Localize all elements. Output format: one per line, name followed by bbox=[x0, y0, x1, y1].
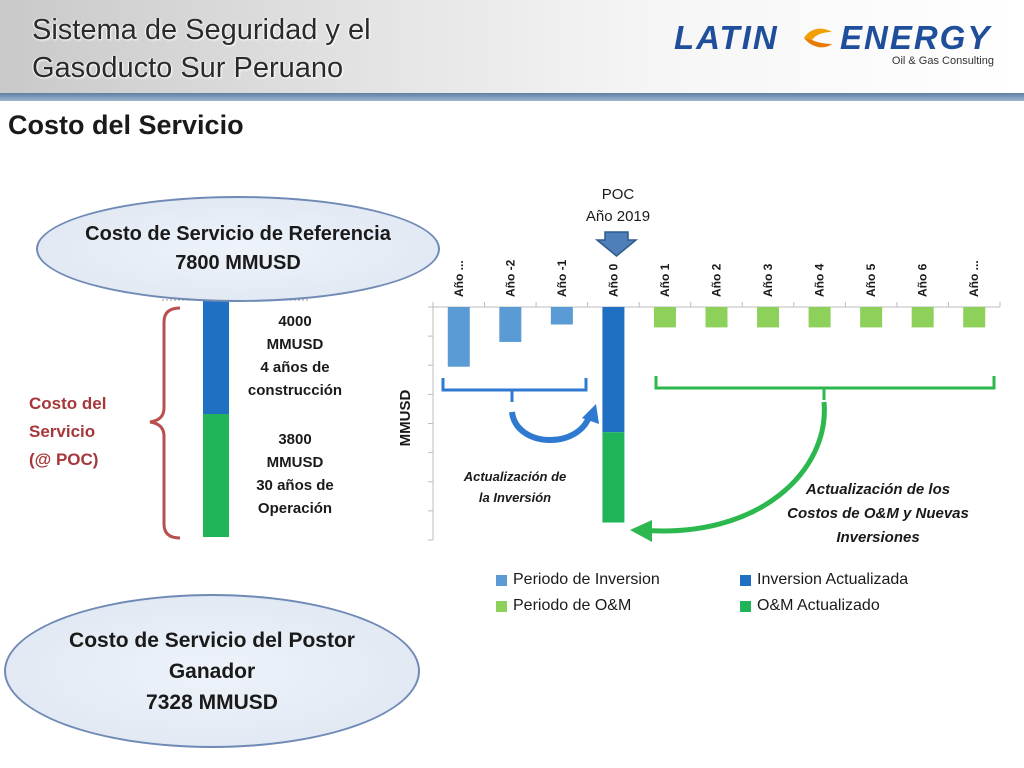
construction-note-line: 4000 bbox=[278, 313, 312, 330]
logo-word-energy: ENERGY bbox=[840, 19, 992, 56]
construction-note: 4000 MMUSD 4 años de construcción bbox=[236, 310, 354, 402]
flame-icon bbox=[804, 28, 832, 48]
x-tick-label: Año 0 bbox=[606, 263, 620, 297]
operation-note: 3800 MMUSD 30 años de Operación bbox=[236, 428, 354, 520]
x-tick-label: Año 3 bbox=[761, 263, 775, 297]
bar-periodo-de-inversion bbox=[447, 307, 470, 367]
construction-note-line: construcción bbox=[247, 382, 343, 399]
investment-curve-arrow bbox=[509, 411, 593, 443]
investment-bracket bbox=[441, 378, 588, 402]
cost-label-line: Servicio bbox=[29, 422, 96, 441]
logo-tagline: Oil & Gas Consulting bbox=[891, 55, 994, 67]
legend-item: Periodo de Inversion bbox=[496, 571, 660, 589]
om-note-line: Inversiones bbox=[836, 529, 920, 546]
bar-inversion-actualizada bbox=[602, 307, 625, 433]
construction-note-line: MMUSD bbox=[266, 336, 324, 353]
operation-note-line: Operación bbox=[257, 500, 333, 517]
cost-of-service-label: Costo del Servicio (@ POC) bbox=[29, 390, 139, 474]
chart-x-ticks: Año ... Año -2 Año -1 Año 0 Año 1 Año 2 Año 3 A… bbox=[452, 259, 981, 297]
reference-cost-value: 7800 MMUSD bbox=[175, 252, 301, 274]
om-arrowhead-icon bbox=[630, 520, 652, 542]
om-note-line: Actualización de los bbox=[805, 481, 951, 498]
chart-bars bbox=[447, 307, 986, 523]
legend-label: Periodo de Inversion bbox=[513, 571, 660, 588]
x-tick-label: Año 2 bbox=[710, 263, 724, 297]
bar-periodo-de-o-m bbox=[757, 307, 780, 328]
poc-label-line: POC bbox=[601, 186, 635, 203]
cost-label-line: (@ POC) bbox=[29, 450, 99, 469]
x-tick-label: Año 6 bbox=[916, 263, 930, 297]
winner-cost-value: 7328 MMUSD bbox=[146, 690, 278, 714]
cost-brace bbox=[149, 306, 181, 540]
bar-periodo-de-o-m bbox=[860, 307, 883, 328]
logo-word-latin: LATIN bbox=[674, 19, 779, 56]
bar-periodo-de-inversion bbox=[499, 307, 522, 342]
reference-cost-label: Costo de Servicio de Referencia bbox=[85, 223, 391, 245]
x-tick-label: Año 1 bbox=[658, 263, 672, 297]
om-curve-arrow bbox=[639, 401, 827, 534]
legend-swatch bbox=[496, 574, 507, 586]
chart-legend: Periodo de Inversion Inversion Actualiza… bbox=[496, 571, 956, 623]
investment-update-note: Actualización de la Inversión bbox=[452, 466, 578, 508]
construction-bar bbox=[203, 300, 229, 414]
x-tick-label: Año 4 bbox=[813, 263, 827, 297]
operation-bar bbox=[203, 414, 229, 537]
legend-swatch bbox=[496, 600, 507, 612]
bar-periodo-de-o-m bbox=[705, 307, 728, 328]
x-tick-label: Año ... bbox=[452, 260, 466, 297]
legend-item: O&M Actualizado bbox=[740, 597, 880, 615]
investment-note-line: Actualización de bbox=[463, 469, 567, 484]
bar-periodo-de-o-m bbox=[911, 307, 934, 328]
x-tick-label: Año ... bbox=[967, 260, 981, 297]
legend-item: Periodo de O&M bbox=[496, 597, 631, 615]
cost-label-line: Costo del bbox=[29, 394, 107, 413]
header-title: Sistema de Seguridad y el Gasoducto Sur … bbox=[32, 14, 371, 84]
x-tick-label: Año -1 bbox=[555, 259, 569, 297]
om-bracket bbox=[654, 376, 996, 400]
legend-label: Periodo de O&M bbox=[513, 597, 632, 614]
om-update-note: Actualización de los Costos de O&M y Nue… bbox=[756, 478, 1000, 550]
legend-swatch bbox=[740, 600, 751, 612]
investment-note-line: la Inversión bbox=[478, 490, 552, 505]
reference-cost-ellipse: Costo de Servicio de Referencia 7800 MMU… bbox=[36, 196, 440, 302]
bar-o-m-actualizado bbox=[602, 432, 625, 523]
page-title: Costo del Servicio bbox=[8, 110, 244, 140]
winner-cost-ellipse: Costo de Servicio del Postor Ganador 732… bbox=[4, 594, 420, 748]
legend-label: O&M Actualizado bbox=[757, 597, 880, 614]
legend-item: Inversion Actualizada bbox=[740, 571, 908, 589]
x-tick-label: Año -2 bbox=[503, 259, 517, 297]
winner-cost-label: Ganador bbox=[168, 659, 256, 683]
legend-label: Inversion Actualizada bbox=[757, 571, 909, 588]
winner-cost-label: Costo de Servicio del Postor bbox=[69, 628, 355, 652]
operation-note-line: 30 años de bbox=[256, 477, 334, 494]
investment-arrowhead-icon bbox=[582, 404, 599, 424]
bar-periodo-de-o-m bbox=[963, 307, 986, 328]
bar-periodo-de-o-m bbox=[653, 307, 676, 328]
chart-y-label: MMUSD bbox=[397, 390, 414, 447]
operation-note-line: MMUSD bbox=[266, 454, 324, 471]
om-note-line: Costos de O&M y Nuevas bbox=[787, 505, 969, 522]
poc-label: POC Año 2019 bbox=[568, 184, 668, 228]
bar-periodo-de-inversion bbox=[550, 307, 573, 325]
bar-periodo-de-o-m bbox=[808, 307, 831, 328]
x-tick-label: Año 5 bbox=[864, 263, 878, 297]
operation-note-line: 3800 bbox=[278, 431, 312, 448]
poc-arrow-icon bbox=[594, 231, 639, 257]
legend-swatch bbox=[740, 574, 751, 586]
construction-note-line: 4 años de bbox=[260, 359, 330, 376]
poc-year-label: Año 2019 bbox=[585, 208, 651, 225]
company-logo: LATIN ENERGY Oil & Gas Consulting bbox=[672, 18, 998, 70]
header-band: Sistema de Seguridad y el Gasoducto Sur … bbox=[0, 0, 1024, 94]
header-divider bbox=[0, 93, 1024, 101]
